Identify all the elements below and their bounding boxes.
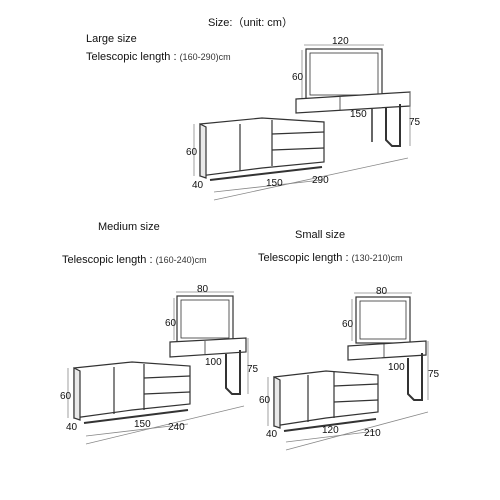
- medium-mirror-inner: [180, 299, 230, 339]
- medium-dim-labels: 80 60 100 75 60 40 150 240: [60, 284, 259, 433]
- small-cabinet-width-line: [285, 430, 377, 443]
- medium-total-length-line: [85, 405, 245, 445]
- medium-cabinet-width-line: [85, 423, 189, 437]
- small-telescopic-length: Telescopic length : (130-210)cm: [258, 252, 403, 264]
- medium-vanity-width: 100: [205, 357, 222, 368]
- small-vanity-width: 100: [388, 362, 405, 373]
- small-drawer-line: [333, 383, 379, 387]
- large-drawer-line: [271, 131, 325, 135]
- large-leg: [385, 104, 401, 147]
- large-cabinet-side: [199, 123, 207, 179]
- large-cabinet: [199, 117, 325, 177]
- large-mirror-height: 60: [292, 72, 304, 83]
- small-mirror-height: 60: [342, 319, 354, 330]
- large-total-length: 290: [312, 175, 329, 186]
- small-telescopic-label: Telescopic length :: [258, 252, 349, 264]
- small-telescopic-range: (130-210)cm: [351, 253, 403, 263]
- medium-mirror-width: 80: [197, 284, 209, 295]
- small-leg: [407, 353, 423, 401]
- large-mirror-inner: [309, 52, 379, 96]
- large-vanity-width: 150: [350, 109, 367, 120]
- small-mirror-inner: [359, 300, 407, 340]
- large-dimensions: [193, 44, 411, 201]
- large-cabinet-width-line: [213, 179, 323, 193]
- large-mirror-width: 120: [332, 36, 349, 47]
- small-size-heading: Small size: [295, 229, 346, 241]
- large-cabinet-width: 150: [266, 178, 283, 189]
- medium-drawing: [73, 295, 247, 424]
- medium-mirror-height: 60: [165, 318, 177, 329]
- large-telescopic-length: Telescopic length : (160-290)cm: [86, 51, 231, 63]
- large-size-heading: Large size: [86, 33, 137, 45]
- medium-telescopic-range: (160-240)cm: [155, 255, 207, 265]
- small-dimensions: [267, 292, 429, 451]
- medium-table-height: 75: [247, 364, 259, 375]
- large-mirror: [305, 48, 383, 100]
- medium-cabinet-height: 60: [60, 391, 72, 402]
- small-cabinet: [273, 370, 379, 427]
- medium-telescopic-label: Telescopic length :: [62, 254, 153, 266]
- large-base: [209, 166, 323, 181]
- large-telescopic-range: (160-290)cm: [179, 52, 231, 62]
- small-mirror: [355, 296, 411, 344]
- large-drawer-line-2: [271, 147, 325, 151]
- medium-mirror: [176, 295, 234, 343]
- small-cabinet-side: [273, 376, 281, 429]
- small-cabinet-width: 120: [322, 425, 339, 436]
- medium-total-length: 240: [168, 422, 185, 433]
- medium-cabinet-width: 150: [134, 419, 151, 430]
- medium-cabinet: [73, 361, 191, 419]
- small-depth: 40: [266, 429, 278, 440]
- small-drawing: [273, 296, 427, 432]
- medium-leg: [225, 350, 241, 395]
- medium-drawer-line: [143, 375, 191, 379]
- small-vanity-top: [347, 340, 427, 361]
- small-table-height: 75: [428, 369, 440, 380]
- medium-base: [83, 409, 189, 424]
- page-title: Size:（unit: cm）: [208, 17, 293, 29]
- medium-drawer-line-2: [143, 391, 191, 395]
- large-cabinet-height: 60: [186, 147, 198, 158]
- medium-dimensions: [67, 291, 249, 445]
- small-total-length-line: [285, 411, 429, 451]
- medium-size-heading: Medium size: [98, 221, 160, 233]
- large-dim-labels: 120 60 150 75 60 40 150 290: [186, 36, 421, 191]
- large-telescopic-label: Telescopic length :: [86, 51, 177, 63]
- medium-cabinet-side: [73, 367, 81, 421]
- large-total-length-line: [213, 157, 409, 201]
- large-drawing: [199, 48, 411, 181]
- medium-depth: 40: [66, 422, 78, 433]
- medium-telescopic-length: Telescopic length : (160-240)cm: [62, 254, 207, 266]
- small-dim-labels: 80 60 100 75 60 40 120 210: [259, 286, 440, 440]
- large-table-height: 75: [409, 117, 421, 128]
- medium-vanity-top: [169, 337, 247, 358]
- small-cabinet-height: 60: [259, 395, 271, 406]
- small-total-length: 210: [364, 428, 381, 439]
- small-mirror-width: 80: [376, 286, 388, 297]
- large-depth: 40: [192, 180, 204, 191]
- small-drawer-line-2: [333, 399, 379, 403]
- small-base: [283, 418, 377, 432]
